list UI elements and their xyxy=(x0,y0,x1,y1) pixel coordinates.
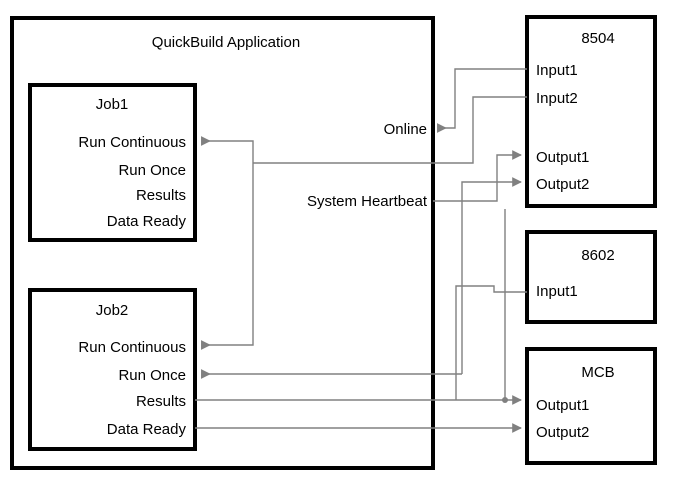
device-8504-output1: Output1 xyxy=(536,149,589,166)
app-signal-system-heartbeat: System Heartbeat xyxy=(307,193,428,210)
device-mcb-output2: Output2 xyxy=(536,424,589,441)
job1-port-run-once: Run Once xyxy=(118,162,186,179)
job1-port-data-ready: Data Ready xyxy=(107,213,187,230)
device-8602-input1: Input1 xyxy=(536,283,578,300)
wire-8504-input2-to-job-runcontinuous xyxy=(253,96,527,164)
device-8504-input1: Input1 xyxy=(536,62,578,79)
device-8602-box xyxy=(525,230,657,324)
job2-port-run-once: Run Once xyxy=(118,367,186,384)
device-8504-output2: Output2 xyxy=(536,176,589,193)
device-mcb-output1: Output1 xyxy=(536,397,589,414)
job2-title: Job2 xyxy=(96,302,129,319)
wire-trunk-to-job1-run-continuous xyxy=(201,136,254,163)
device-mcb-box xyxy=(525,347,657,465)
device-mcb-title: MCB xyxy=(581,364,614,381)
job2-box xyxy=(28,288,197,451)
wire-8504-input1-to-online xyxy=(437,68,527,133)
wire-trunk-to-job2-run-continuous xyxy=(201,163,254,350)
app-signal-online: Online xyxy=(384,121,427,138)
application-title: QuickBuild Application xyxy=(152,34,300,51)
device-8504-title: 8504 xyxy=(581,30,614,47)
job2-port-run-continuous: Run Continuous xyxy=(78,339,186,356)
wire-8602-input1-to-results-trunk xyxy=(455,285,527,400)
wire-system-heartbeat-to-8504-output1 xyxy=(433,150,522,202)
job2-port-results: Results xyxy=(136,393,186,410)
device-8504-input2: Input2 xyxy=(536,90,578,107)
wire-job2-runonce-branch-to-8504-output2 xyxy=(461,177,522,374)
job1-port-results: Results xyxy=(136,187,186,204)
device-8504-box xyxy=(525,15,657,208)
job1-title: Job1 xyxy=(96,96,129,113)
job2-port-data-ready: Data Ready xyxy=(107,421,187,438)
device-8602-title: 8602 xyxy=(581,247,614,264)
job1-port-run-continuous: Run Continuous xyxy=(78,134,186,151)
job1-box xyxy=(28,83,197,242)
